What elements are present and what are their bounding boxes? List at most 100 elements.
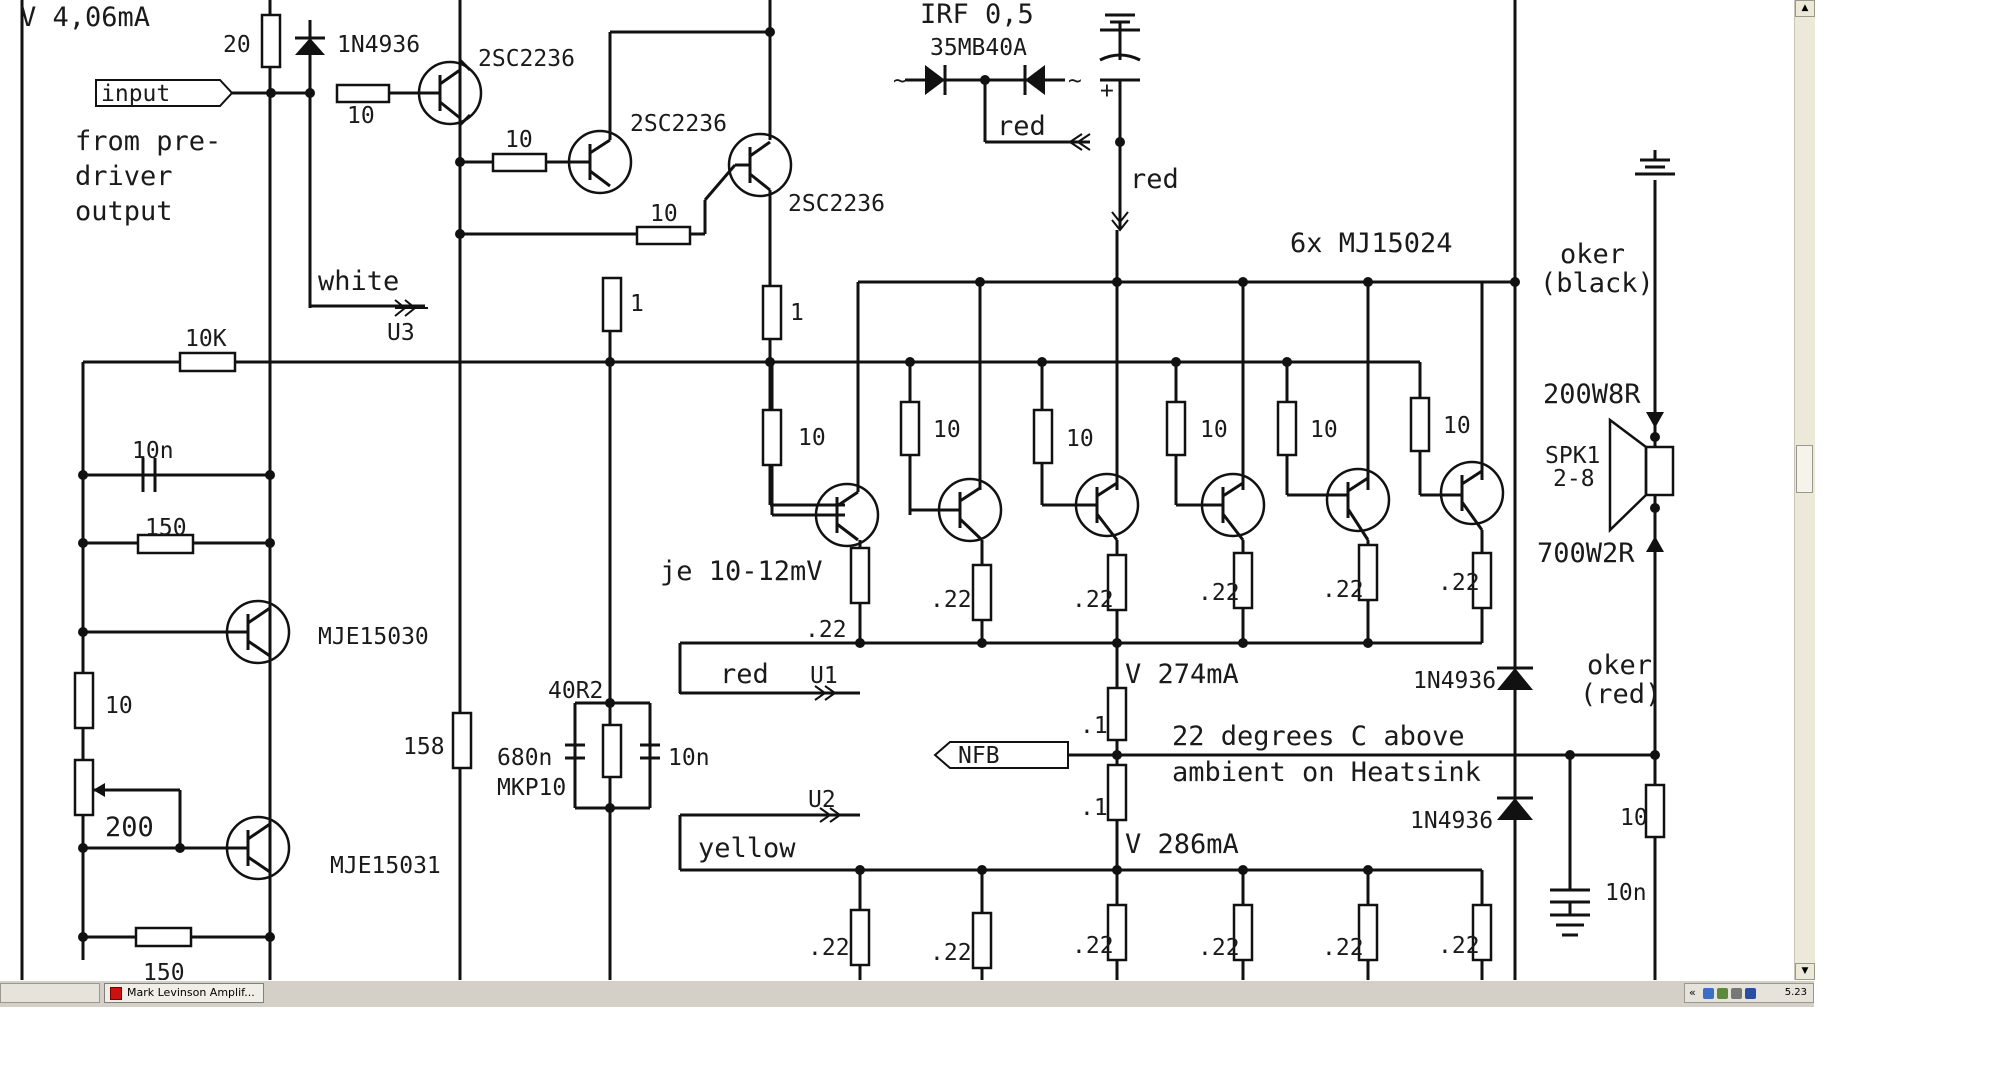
label-r-158: 158 <box>403 734 445 760</box>
taskbar-window-title: Mark Levinson Amplif... <box>127 986 255 999</box>
transistors <box>225 60 1505 881</box>
label-from-line2: driver <box>75 161 173 192</box>
label-u3: U3 <box>387 320 415 346</box>
label-ac-left: ~ <box>893 68 907 94</box>
scroll-up-button[interactable]: ▲ <box>1795 0 1815 17</box>
label-yellow-u2: yellow <box>698 833 796 864</box>
label-r-1-b: 1 <box>790 300 804 326</box>
label-je-note: je 10-12mV <box>660 556 823 587</box>
label-oker-red-2: (red) <box>1580 679 1661 710</box>
label-red-top: red <box>997 111 1046 142</box>
label-r-10-q2: 10 <box>505 127 533 153</box>
label-mj-count: 6x MJ15024 <box>1290 228 1453 259</box>
label-red-mid: red <box>1130 164 1179 195</box>
label-bot-r-1: .22 <box>808 935 850 961</box>
system-tray: « 5.23 <box>1684 983 1814 1003</box>
label-r-10k: 10K <box>185 326 227 352</box>
label-q1: 2SC2236 <box>478 46 575 72</box>
label-base-r-5: 10 <box>1310 417 1338 443</box>
label-top-current: V 4,06mA <box>20 2 150 33</box>
label-emit-r-3: .22 <box>1072 587 1114 613</box>
label-diode-1n4936-b: 1N4936 <box>1410 808 1493 834</box>
label-cap-10n-left: 10n <box>132 438 174 464</box>
nfb-port-label: NFB <box>958 743 1000 769</box>
label-r-10-zobel: 10 <box>1620 805 1648 831</box>
label-r-10-left: 10 <box>105 693 133 719</box>
label-oker-black-2: (black) <box>1540 268 1654 299</box>
label-heatsink-2: ambient on Heatsink <box>1172 757 1481 788</box>
junction-dots <box>78 27 1660 942</box>
label-bot-r-4: .22 <box>1198 935 1240 961</box>
label-heatsink-1: 22 degrees C above <box>1172 721 1465 752</box>
label-r-01-b: .1 <box>1080 795 1108 821</box>
label-oker-black-1: oker <box>1560 239 1625 270</box>
label-bot-r-3: .22 <box>1072 933 1114 959</box>
label-cur-286: V 286mA <box>1125 829 1239 860</box>
label-cap-680n-1: 680n <box>497 745 552 771</box>
security-icon[interactable] <box>1717 988 1728 999</box>
resistors <box>73 13 1666 970</box>
label-pot-200: 200 <box>105 812 154 843</box>
label-u1: U1 <box>810 663 838 689</box>
label-mje15030: MJE15030 <box>318 624 429 650</box>
volume-icon[interactable] <box>1731 988 1742 999</box>
label-bot-r-6: .22 <box>1438 933 1480 959</box>
taskbar-window-button[interactable]: Mark Levinson Amplif... <box>104 983 264 1003</box>
network-icon[interactable] <box>1703 988 1714 999</box>
labels: V 4,06mA 20 1N4936 input 10 from pre- dr… <box>20 0 1661 980</box>
label-from-line1: from pre- <box>75 126 221 157</box>
label-red-u1: red <box>720 659 769 690</box>
label-base-r-3: 10 <box>1066 426 1094 452</box>
label-cur-274: V 274mA <box>1125 659 1239 690</box>
label-r-01-a: .1 <box>1080 713 1108 739</box>
label-cap-10n-mid: 10n <box>668 745 710 771</box>
label-r-150-a: 150 <box>145 515 187 541</box>
wires <box>20 0 1657 980</box>
label-r-10-q3: 10 <box>650 201 678 227</box>
label-base-r-1: 10 <box>798 425 826 451</box>
taskbar-quick-launch[interactable] <box>0 983 100 1003</box>
label-white-wire: white <box>318 266 399 297</box>
label-diode-1n4936-top: 1N4936 <box>337 32 420 58</box>
label-r-150-b: 150 <box>143 960 185 980</box>
label-bridge: 35MB40A <box>930 35 1027 61</box>
label-oker-red-1: oker <box>1587 650 1652 681</box>
tray-expand-chevron-icon[interactable]: « <box>1689 986 1696 999</box>
label-q3: 2SC2236 <box>788 191 885 217</box>
label-spk-res-bot: 700W2R <box>1537 538 1635 569</box>
label-r-10-input: 10 <box>347 103 375 129</box>
label-irf: IRF 0,5 <box>920 0 1034 30</box>
vertical-scrollbar[interactable]: ▲ ▼ <box>1794 0 1815 980</box>
label-emit-r-5: .22 <box>1322 577 1364 603</box>
label-emit-r-4: .22 <box>1198 580 1240 606</box>
tray-clock[interactable]: 5.23 <box>1784 987 1807 998</box>
label-from-line3: output <box>75 196 173 227</box>
label-cap-plus: + <box>1100 78 1114 104</box>
label-spk-name-2: 2-8 <box>1553 466 1595 492</box>
label-base-r-4: 10 <box>1200 417 1228 443</box>
label-r-40r2: 40R2 <box>548 678 603 704</box>
label-q2: 2SC2236 <box>630 111 727 137</box>
label-spk-name-1: SPK1 <box>1545 443 1600 469</box>
label-r-1-a: 1 <box>630 291 644 317</box>
symbols <box>93 13 1675 937</box>
label-base-r-6: 10 <box>1443 413 1471 439</box>
label-u2: U2 <box>808 787 836 813</box>
label-diode-1n4936-a: 1N4936 <box>1413 668 1496 694</box>
pdf-icon <box>110 987 122 1000</box>
label-ac-right: ~ <box>1068 68 1082 94</box>
display-icon[interactable] <box>1745 988 1756 999</box>
schematic-canvas: V 4,06mA 20 1N4936 input 10 from pre- dr… <box>20 0 1675 980</box>
scroll-down-button[interactable]: ▼ <box>1795 963 1815 980</box>
label-cap-680n-2: MKP10 <box>497 775 566 801</box>
scroll-thumb[interactable] <box>1796 445 1813 493</box>
label-bot-r-2: .22 <box>930 940 972 966</box>
label-r-20: 20 <box>223 32 251 58</box>
taskbar: Mark Levinson Amplif... « 5.23 <box>0 980 1814 1007</box>
label-spk-res-top: 200W8R <box>1543 379 1641 410</box>
label-emit-r-1: .22 <box>805 617 847 643</box>
label-cap-10n-zobel: 10n <box>1605 880 1647 906</box>
label-emit-r-2: .22 <box>930 587 972 613</box>
label-bot-r-5: .22 <box>1322 935 1364 961</box>
label-emit-r-6: .22 <box>1438 570 1480 596</box>
